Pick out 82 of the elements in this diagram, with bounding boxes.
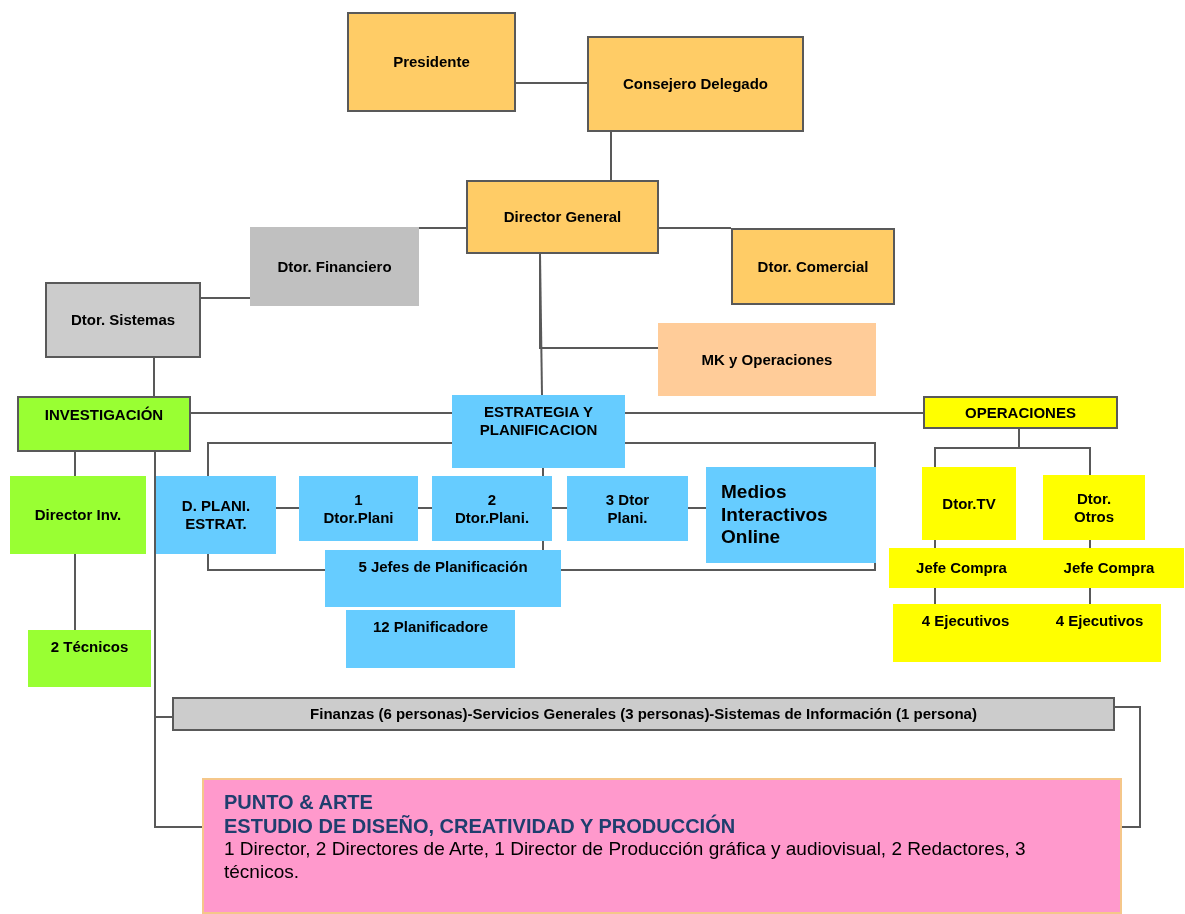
connector-line	[1089, 587, 1091, 605]
panel-description: 1 Director, 2 Directores de Arte, 1 Director de Producción gráfica y audiovisual, 2 Redactores, 3 técnicos.	[224, 838, 1027, 884]
org-box	[889, 548, 1034, 588]
org-box	[1034, 548, 1184, 588]
connector-line	[275, 507, 300, 509]
connector-line	[207, 442, 453, 477]
connector-line	[624, 412, 924, 414]
studio-panel	[202, 778, 1122, 914]
box-label: 4 Ejecutivos	[921, 612, 1010, 630]
org-box	[325, 550, 561, 607]
box-label: 12 Planificadore	[372, 618, 489, 636]
org-box	[45, 282, 201, 358]
org-box	[156, 476, 276, 554]
box-label: Dtor. Comercial	[757, 257, 869, 276]
box-label: Dtor. Financiero	[277, 257, 392, 276]
connector-line	[200, 297, 251, 299]
box-label: 1 Dtor.Plani	[322, 490, 395, 527]
connector-line	[74, 451, 76, 477]
connector-line	[1018, 428, 1091, 476]
connector-line	[1089, 539, 1091, 549]
box-label: 3 Dtor Plani.	[604, 490, 651, 527]
connector-line	[1114, 706, 1141, 828]
box-label: Jefe Compra	[916, 559, 1007, 577]
box-label: Dtor.TV	[942, 494, 996, 513]
box-label: OPERACIONES	[965, 403, 1076, 422]
box-label: 2 Técnicos	[50, 638, 129, 656]
box-label: Director General	[503, 208, 622, 226]
connector-line	[207, 553, 326, 571]
box-label: Consejero Delegado	[622, 75, 768, 93]
org-box	[172, 697, 1115, 731]
org-box	[432, 476, 552, 541]
box-label: Medios Interactivos Online	[721, 480, 829, 550]
connector-line	[542, 540, 544, 551]
connector-line	[687, 507, 707, 509]
box-label: MK y Operaciones	[701, 350, 833, 369]
connector-line	[542, 467, 544, 477]
connector-line	[418, 227, 467, 229]
connector-line	[515, 82, 588, 84]
org-box	[922, 467, 1016, 540]
connector-line	[153, 357, 155, 397]
connector-line	[560, 562, 876, 571]
org-box	[1043, 475, 1145, 540]
connector-line	[417, 507, 433, 509]
org-box	[1038, 604, 1161, 662]
box-label: Presidente	[393, 53, 470, 71]
box-label: D. PLANI. ESTRAT.	[180, 497, 252, 533]
connector-line	[624, 442, 876, 468]
connector-line	[934, 587, 936, 605]
org-box	[452, 395, 625, 468]
org-box	[17, 396, 191, 452]
box-label: Dtor. Sistemas	[70, 311, 176, 329]
org-box	[731, 228, 895, 305]
org-box	[923, 396, 1118, 429]
connector-line	[610, 131, 612, 181]
org-box	[10, 476, 146, 554]
box-label: Jefe Compra	[1063, 559, 1155, 577]
org-box	[587, 36, 804, 132]
box-label: INVESTIGACIÓN	[44, 406, 164, 424]
box-label: 5 Jefes de Planificación	[358, 558, 528, 576]
box-label: 4 Ejecutivos	[1055, 612, 1144, 630]
org-box	[893, 604, 1038, 662]
connector-line	[658, 227, 732, 229]
panel-title: PUNTO & ARTE	[224, 790, 373, 814]
org-box	[567, 476, 688, 541]
org-box	[466, 180, 659, 254]
connector-line	[934, 539, 936, 549]
connector-line	[74, 553, 76, 631]
panel-subtitle: ESTUDIO DE DISEÑO, CREATIVIDAD Y PRODUCCIÓN	[224, 814, 736, 838]
org-box	[299, 476, 418, 541]
org-box	[347, 12, 516, 112]
connector-line	[190, 412, 453, 414]
org-box	[658, 323, 876, 396]
org-box	[346, 610, 515, 668]
org-box	[28, 630, 151, 687]
box-label: Director Inv.	[34, 506, 122, 524]
box-label: Dtor. Otros	[1073, 489, 1115, 526]
box-label: Finanzas (6 personas)-Servicios Generales (3 personas)-Sistemas de Información (1 persona)	[310, 705, 977, 723]
org-box	[250, 227, 419, 306]
box-label: 2 Dtor.Plani.	[453, 490, 531, 527]
box-label: ESTRATEGIA Y PLANIFICACION	[478, 403, 599, 439]
org-box	[706, 467, 876, 563]
connector-line	[551, 507, 568, 509]
